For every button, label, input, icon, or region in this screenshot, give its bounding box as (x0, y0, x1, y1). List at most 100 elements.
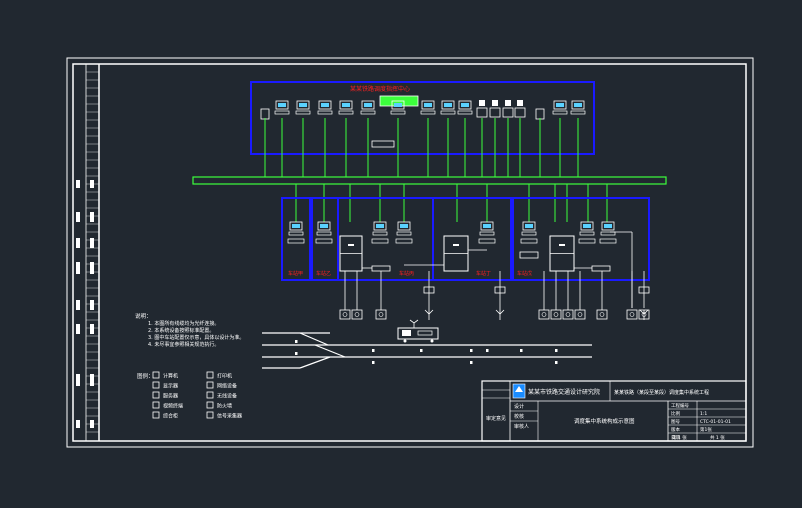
station-router-icon (519, 251, 539, 259)
station-label-5: 车站戊 (517, 270, 532, 277)
station-workstation-icon-screen (292, 224, 300, 228)
station-workstation-icon-monitor (289, 221, 303, 231)
legend-item-icon (152, 371, 160, 379)
field-device-icon-mark (629, 312, 635, 317)
antenna-icon (495, 309, 505, 320)
outer-border (66, 57, 754, 448)
field-device-icon (339, 309, 351, 320)
station-label-2: 车站乙 (316, 270, 331, 277)
workstation-icon-monitor (318, 100, 332, 110)
workstation-icon-screen (444, 103, 452, 107)
legend-item-icon (206, 381, 214, 389)
left-strip-block (90, 180, 94, 188)
antenna-icon (639, 309, 649, 320)
workstation-icon-monitor (275, 100, 289, 110)
track-switch-3 (314, 344, 346, 358)
title-block-row-label: 审核人 (514, 423, 529, 430)
station-boxes: 车站甲 车站乙 车站丙 车站丁 车站戊 (281, 197, 650, 281)
station-workstation-icon-keyboard (372, 231, 388, 236)
title-block-right-label: 图号 (671, 419, 680, 425)
left-strip-block (76, 238, 80, 248)
station-workstation-icon-monitor (522, 221, 536, 231)
train-icon-wheel-2 (430, 339, 434, 343)
station-workstation-icon-keyboard (479, 231, 495, 236)
track-switch-2 (299, 356, 331, 369)
station-workstation-icon-screen (525, 224, 533, 228)
workstation-icon-keyboard (360, 110, 376, 115)
track-signal-mark (295, 352, 298, 355)
field-device-icon (538, 309, 550, 320)
workstation-icon-keyboard (390, 110, 406, 115)
workstation-icon-keyboard (338, 110, 354, 115)
control-center-title: 某某铁路调度指挥中心 (350, 85, 410, 93)
track-signal-mark (486, 349, 489, 352)
left-strip-block (90, 212, 94, 222)
title-block-right-label: 工程编号 (671, 402, 689, 409)
station-workstation-icon-monitor (480, 221, 494, 231)
control-center-console (371, 140, 395, 148)
field-device-icon (562, 309, 574, 320)
inner-border (72, 63, 747, 442)
server-icon (479, 100, 485, 106)
legend-item-label: 服务器 (163, 393, 178, 400)
track-signal-mark (470, 349, 473, 352)
title-block-right-label: 版本 (671, 426, 680, 433)
field-device-icon (596, 309, 608, 320)
workstation-icon-monitor (391, 100, 405, 110)
left-strip-block (76, 420, 80, 428)
workstation-icon-keyboard (295, 110, 311, 115)
station-box-5 (512, 197, 650, 281)
station-devices (287, 221, 633, 308)
train-icon (397, 327, 439, 340)
station-cabinet-slot (348, 244, 354, 246)
title-block-footer: 共 1 张 (710, 434, 725, 441)
control-center-devices (260, 100, 586, 120)
legend-item-label: 无线设备 (217, 393, 237, 400)
server-rack-icon (476, 107, 488, 118)
track-signal-mark (555, 361, 558, 364)
left-strip-block (90, 262, 94, 274)
title-block-row-label: 设计 (514, 403, 524, 410)
station-desk-icon (520, 238, 538, 244)
station-desk-icon (478, 238, 496, 244)
left-strip-block (76, 212, 80, 222)
station-workstation-icon-screen (400, 224, 408, 228)
station-workstation-icon-screen (376, 224, 384, 228)
legend-item-label: 计算机 (163, 373, 178, 380)
station-workstation-icon-monitor (580, 221, 594, 231)
station-workstation-icon-screen (604, 224, 612, 228)
workstation-icon-keyboard (317, 110, 333, 115)
station-label-4: 车站丁 (476, 270, 491, 277)
track-signal-mark (420, 349, 423, 352)
left-strip-marks (76, 71, 99, 433)
station-switch-icon (591, 265, 611, 272)
drawing-title: 调度集中系统构成示意图 (574, 417, 635, 425)
station-desk-icon (578, 238, 596, 244)
left-strip-block (90, 300, 94, 310)
radio-unit-icon (638, 286, 650, 294)
title-block-right-label: 日期 (671, 435, 680, 441)
field-device-icon-mark (599, 312, 605, 317)
station-workstation-icon-keyboard (316, 231, 332, 236)
notes-title: 说明： (135, 312, 152, 320)
field-device-icon-mark (565, 312, 571, 317)
workstation-icon-screen (556, 103, 564, 107)
workstation-icon-screen (394, 103, 402, 107)
title-block-right-value: CTC-01-01-01 (700, 419, 731, 425)
left-strip-block (76, 180, 80, 188)
train-antenna-icon (409, 319, 419, 328)
field-device-icon (550, 309, 562, 320)
station-workstation-icon-keyboard (521, 231, 537, 236)
company-logo-mark (515, 386, 523, 392)
legend-item-label: 信号采集器 (217, 413, 242, 420)
workstation-icon-monitor (361, 100, 375, 110)
station-workstation-icon-keyboard (288, 231, 304, 236)
legend-item-icon (206, 401, 214, 409)
field-device-icon (351, 309, 363, 320)
left-strip-block (76, 324, 80, 334)
left-strip-block (90, 324, 94, 334)
legend-item-label: 防火墙 (217, 403, 232, 410)
workstation-icon-monitor (339, 100, 353, 110)
